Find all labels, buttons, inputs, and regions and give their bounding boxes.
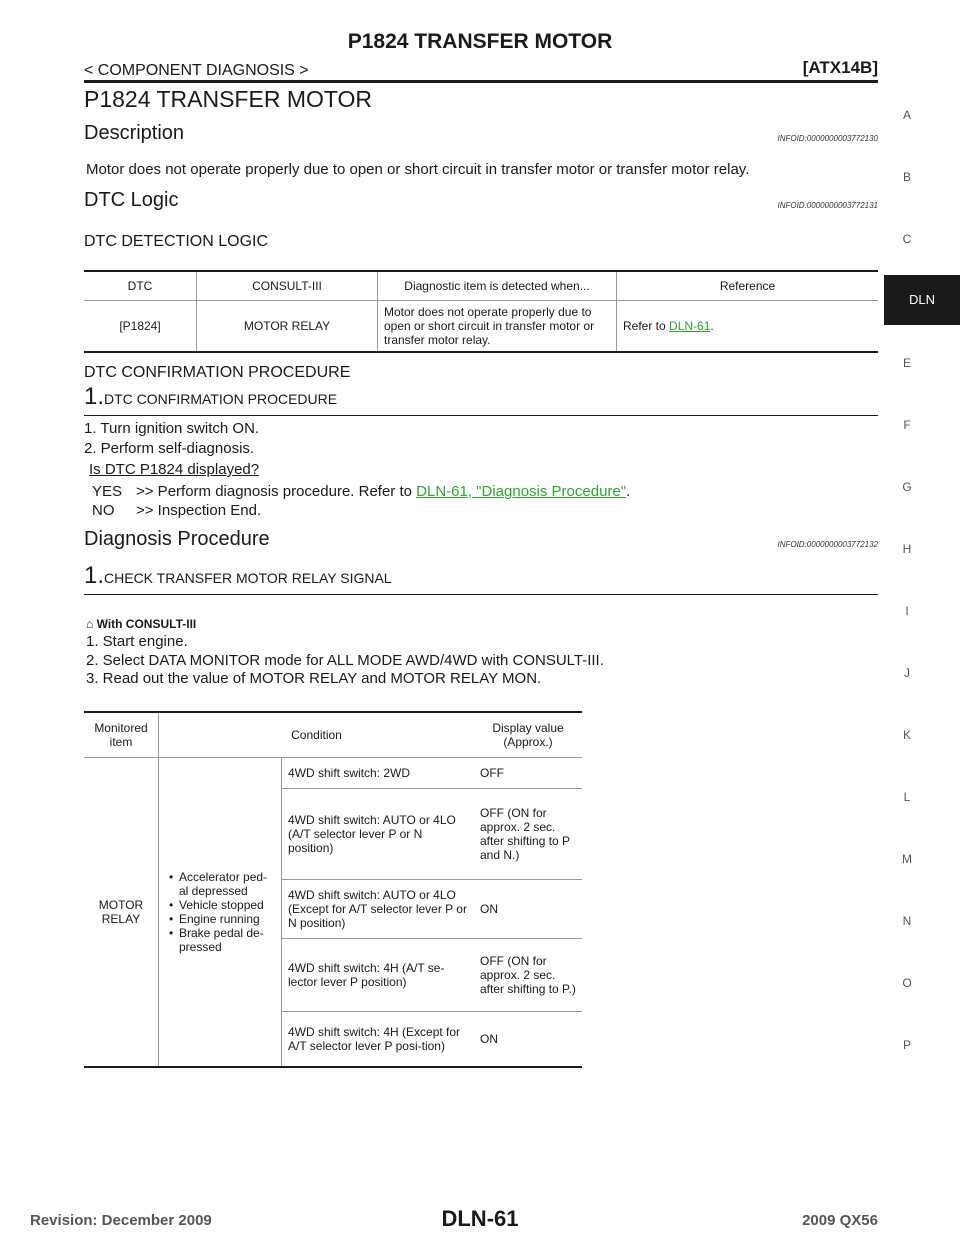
step-divider: [84, 594, 878, 595]
col-reference: Reference: [616, 271, 878, 301]
side-tab-f[interactable]: F: [903, 418, 911, 432]
dtc-logic-heading: DTC Logic: [84, 189, 179, 211]
side-tab-h[interactable]: H: [902, 542, 912, 556]
cell-switch: 4WD shift switch: 4H (A/T se-lector leve…: [281, 938, 474, 1012]
side-tab-e[interactable]: E: [902, 356, 911, 370]
table-header-row: Monitored item Condition Display value (…: [84, 712, 582, 758]
ref-prefix: Refer to: [623, 319, 670, 333]
col-dtc: DTC: [84, 271, 197, 301]
col-detected: Diagnostic item is detected when...: [377, 271, 617, 301]
cell-conditions: Accelerator ped-al depressed Vehicle sto…: [158, 757, 282, 1067]
list-item: Brake pedal de-pressed: [169, 926, 275, 954]
yes-suffix: .: [626, 483, 631, 500]
main-title: P1824 TRANSFER MOTOR: [84, 86, 373, 112]
list-item: Accelerator ped-al depressed: [169, 870, 275, 898]
cell-switch: 4WD shift switch: AUTO or 4LO (A/T selec…: [281, 788, 474, 880]
table-row: 4WD shift switch: AUTO or 4LO (A/T selec…: [84, 788, 582, 880]
cell-value: ON: [480, 1032, 498, 1046]
diagnosis-step-1: 1. Start engine.: [86, 633, 188, 650]
table-row: MOTOR RELAY Accelerator ped-al depressed…: [84, 757, 582, 1067]
with-consult-label: ⌂ With CONSULT-III: [86, 617, 196, 631]
step-title: CHECK TRANSFER MOTOR RELAY SIGNAL: [104, 570, 392, 586]
side-tab-p[interactable]: P: [902, 1038, 911, 1052]
side-tab-o[interactable]: O: [902, 976, 912, 990]
description-infoid: INFOID:0000000003772130: [777, 134, 878, 143]
dtc-confirmation-heading: DTC CONFIRMATION PROCEDURE: [84, 364, 351, 381]
yes-text: >> Perform diagnosis procedure. Refer to: [136, 483, 417, 500]
ref-suffix: .: [710, 319, 714, 333]
model-code: [ATX14B]: [802, 58, 878, 77]
step-number: 1.: [84, 383, 105, 410]
footer-page-number: DLN-61: [441, 1206, 519, 1231]
step-divider: [84, 415, 878, 416]
table-row: 4WD shift switch: AUTO or 4LO (Except fo…: [84, 879, 582, 939]
cell-item: MOTOR RELAY: [98, 898, 144, 926]
col-monitored-item: Monitored item: [84, 712, 159, 758]
table-row: 4WD shift switch: 4H (Except for A/T sel…: [84, 1011, 582, 1067]
cell-value: OFF (ON for approx. 2 sec. after shiftin…: [474, 938, 582, 1012]
side-tab-n[interactable]: N: [902, 914, 912, 928]
cell-consult: MOTOR RELAY: [196, 300, 378, 352]
step-title: DTC CONFIRMATION PROCEDURE: [104, 391, 338, 407]
cell-value: ON: [474, 879, 582, 939]
footer-revision: Revision: December 2009: [30, 1212, 212, 1229]
side-tab-j[interactable]: J: [904, 666, 910, 680]
side-tab-g[interactable]: G: [902, 480, 912, 494]
diagnosis-step-3: 3. Read out the value of MOTOR RELAY and…: [86, 670, 542, 687]
side-tab-l[interactable]: L: [903, 790, 911, 804]
confirmation-step-2: 2. Perform self-diagnosis.: [84, 440, 255, 457]
header-divider: [84, 80, 878, 83]
cell-detected: Motor does not operate properly due to o…: [377, 300, 617, 352]
side-tab-k[interactable]: K: [902, 728, 911, 742]
no-label: NO: [92, 502, 115, 519]
diagnosis-infoid: INFOID:0000000003772132: [777, 540, 878, 549]
diagnosis-step-title: 1.CHECK TRANSFER MOTOR RELAY SIGNAL: [84, 562, 392, 590]
dtc-detection-heading: DTC DETECTION LOGIC: [84, 233, 269, 250]
description-text: Motor does not operate properly due to o…: [86, 161, 750, 178]
monitor-table: Monitored item Condition Display value (…: [84, 711, 582, 1068]
ref-link-dln-61[interactable]: DLN-61: [669, 319, 711, 333]
side-tab-a[interactable]: A: [902, 108, 911, 122]
list-item: Engine running: [169, 912, 275, 926]
cell-switch: 4WD shift switch: AUTO or 4LO (Except fo…: [281, 879, 474, 939]
yes-label: YES: [92, 483, 123, 500]
diagnosis-procedure-link[interactable]: DLN-61, "Diagnosis Procedure": [416, 483, 627, 500]
dtc-logic-infoid: INFOID:0000000003772131: [777, 201, 878, 210]
condition-list: Accelerator ped-al depressed Vehicle sto…: [165, 870, 275, 954]
side-tab-m[interactable]: M: [902, 852, 912, 866]
dtc-detection-table: DTC CONSULT-III Diagnostic item is detec…: [84, 270, 878, 353]
step-number: 1.: [84, 562, 105, 589]
side-tab-dln-active[interactable]: DLN: [884, 275, 960, 325]
col-condition: Condition: [158, 712, 474, 758]
diagnosis-heading: Diagnosis Procedure: [84, 528, 270, 550]
breadcrumb: < COMPONENT DIAGNOSIS >: [84, 62, 309, 79]
table-header-row: DTC CONSULT-III Diagnostic item is detec…: [84, 271, 878, 301]
side-tab-c[interactable]: C: [902, 232, 912, 246]
side-tab-b[interactable]: B: [902, 170, 911, 184]
cell-reference: Refer to DLN-61.: [616, 300, 878, 352]
cell-value: OFF (ON for approx. 2 sec. after shiftin…: [474, 788, 582, 880]
col-display-value: Display value (Approx.): [474, 712, 582, 758]
cell-switch: 4WD shift switch: 2WD: [281, 757, 474, 789]
side-tab-i[interactable]: I: [905, 604, 909, 618]
footer-model: 2009 QX56: [802, 1212, 878, 1229]
page-header-title: P1824 TRANSFER MOTOR: [347, 30, 613, 53]
yes-action: >> Perform diagnosis procedure. Refer to…: [136, 483, 630, 500]
table-row: 4WD shift switch: 4H (A/T se-lector leve…: [84, 938, 582, 1012]
col-consult: CONSULT-III: [196, 271, 378, 301]
list-item: Vehicle stopped: [169, 898, 275, 912]
with-consult-text: With CONSULT-III: [96, 617, 197, 631]
confirmation-question: Is DTC P1824 displayed?: [89, 461, 260, 478]
no-action: >> Inspection End.: [136, 502, 262, 519]
description-heading: Description: [84, 122, 185, 144]
confirmation-step-title: 1.DTC CONFIRMATION PROCEDURE: [84, 383, 337, 411]
cell-switch: 4WD shift switch: 4H (Except for A/T sel…: [281, 1011, 474, 1067]
confirmation-step-1: 1. Turn ignition switch ON.: [84, 420, 260, 437]
consult-tool-icon: ⌂: [86, 617, 97, 631]
cell-value: OFF: [474, 757, 582, 789]
table-row: [P1824] MOTOR RELAY Motor does not opera…: [84, 300, 878, 352]
cell-dtc: [P1824]: [119, 319, 161, 333]
diagnosis-step-2: 2. Select DATA MONITOR mode for ALL MODE…: [86, 652, 604, 669]
